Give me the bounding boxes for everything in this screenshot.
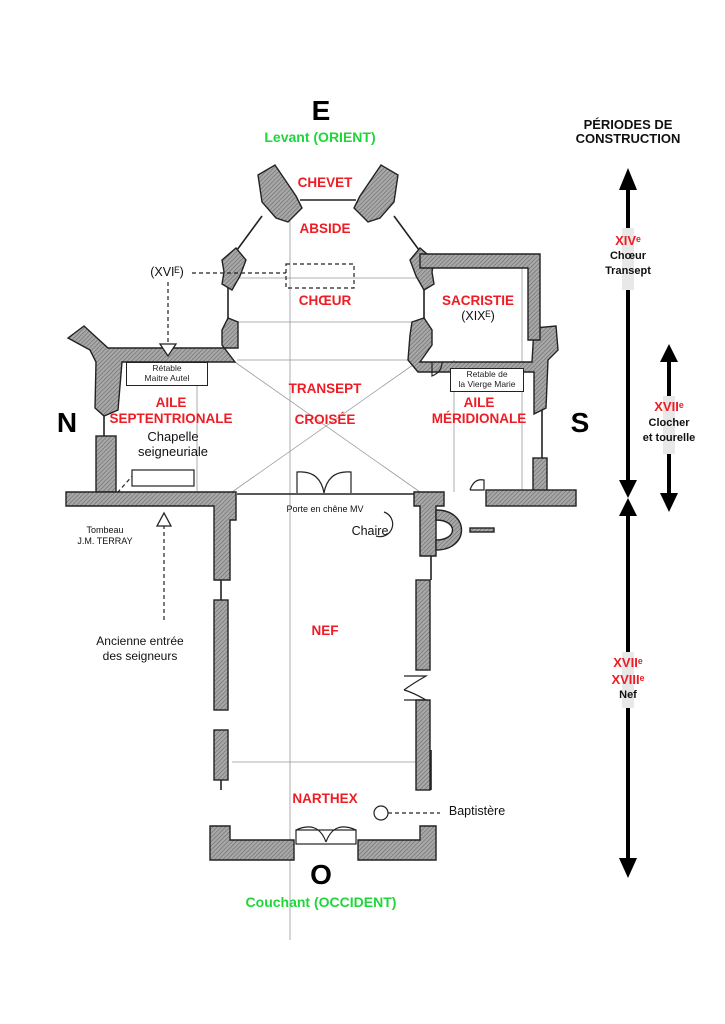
nave-wall-right-1	[415, 579, 431, 671]
ancienne-entree-line-2: des seigneurs	[102, 649, 178, 663]
room-croisee: CROISÉE	[294, 412, 356, 427]
retable-maitre-line-1: Rétable	[152, 363, 182, 373]
arrow-gap	[663, 396, 675, 454]
chaire-label: Chaire	[351, 524, 389, 538]
doors	[295, 361, 485, 845]
room-abside: ABSIDE	[299, 221, 351, 236]
retable-maitre-line-2: Maitre Autel	[144, 372, 190, 383]
wall-south-transept-front	[485, 489, 577, 507]
tombeau-line-1: Tombeau	[86, 525, 124, 535]
nave-wall-left-1	[213, 599, 229, 711]
chaire-symbol	[375, 511, 394, 538]
compass-south-letter: S	[570, 407, 590, 438]
buttress-apse-left	[221, 247, 247, 291]
arrow-gap	[622, 652, 634, 708]
vault-guide-lines	[196, 200, 523, 940]
wall-north-west	[65, 491, 237, 581]
compass-west-letter: O	[310, 859, 332, 890]
retable-vierge-line-1: Retable de	[466, 369, 508, 379]
tomb-outline	[131, 469, 195, 487]
wall-narthex-left	[209, 825, 295, 861]
compass-north-letter: N	[56, 407, 78, 438]
buttress-chevet-right	[353, 164, 399, 223]
wall-north-lower	[95, 435, 117, 493]
wall-south-west-corner	[413, 491, 445, 557]
buttress-chevet-left	[257, 164, 303, 223]
period-3-desc-1: Nef	[619, 689, 637, 701]
period-3-century: XVIIᵉ	[613, 655, 643, 670]
ancienne-entree-line-1: Ancienne entrée	[96, 634, 184, 648]
wall-south-lower	[532, 457, 548, 493]
wall-sacristy	[419, 253, 541, 341]
annotation-xvi: (XVIᴱ)	[150, 265, 184, 279]
wall-narthex-right	[357, 825, 437, 861]
room-sacristie: SACRISTIE	[441, 293, 514, 308]
room-aile-merid-1: AILE	[463, 395, 495, 410]
compass-east-letter: E	[311, 95, 331, 126]
room-aile-sept-1: AILE	[155, 395, 187, 410]
nave-wall-left-2	[213, 729, 229, 781]
room-nef: NEF	[311, 623, 339, 638]
retable-marker-triangle	[158, 343, 178, 358]
walls	[65, 164, 577, 861]
tombeau-line-2: J.M. TERRAY	[77, 536, 133, 546]
retable-vierge-marie: Retable de la Vierge Marie	[450, 368, 524, 392]
sacristie-date: (XIXᴱ)	[461, 309, 495, 323]
stair-rail	[469, 527, 495, 533]
room-aile-sept-2: SEPTENTRIONALE	[109, 411, 233, 426]
arrow-gap	[622, 228, 634, 290]
period-3-century-2: XVIIIᵉ	[611, 672, 645, 687]
room-choeur: CHŒUR	[298, 293, 352, 308]
apse-walls	[103, 199, 543, 790]
room-narthex: NARTHEX	[292, 791, 358, 806]
periods-title-2: CONSTRUCTION	[575, 131, 681, 146]
period-2-century: XVIIᵉ	[654, 399, 684, 414]
room-aile-merid-2: MÉRIDIONALE	[431, 411, 527, 426]
wall-south-transept	[407, 317, 559, 416]
period-2-desc-1: Clocher	[648, 417, 690, 429]
porte-label: Porte en chêne MV	[286, 504, 364, 514]
retable-vierge-line-2: la Vierge Marie	[458, 378, 516, 389]
period-1-desc-1: Chœur	[609, 250, 647, 262]
chapelle-line-1: Chapelle	[147, 429, 199, 444]
room-transept: TRANSEPT	[288, 381, 362, 396]
nave-wall-right-2	[415, 699, 431, 791]
compass-east-label: Levant (ORIENT)	[264, 129, 376, 145]
period-2-desc-2: et tourelle	[642, 432, 696, 444]
baptistery-icon	[373, 805, 389, 821]
callout-lines	[117, 263, 440, 814]
baptistere-label: Baptistère	[448, 804, 506, 818]
periods-title-1: PÉRIODES DE	[583, 117, 673, 132]
period-1-desc-2: Transept	[605, 265, 651, 277]
entrance-marker-triangle	[155, 511, 173, 527]
retable-maitre-autel: Rétable Maitre Autel	[126, 362, 208, 386]
room-chevet: CHEVET	[297, 175, 353, 190]
stair-tower	[435, 509, 462, 551]
period-1-century: XIVᵉ	[615, 233, 641, 248]
compass-west-label: Couchant (OCCIDENT)	[245, 894, 397, 910]
chapelle-line-2: seigneuriale	[137, 444, 209, 459]
